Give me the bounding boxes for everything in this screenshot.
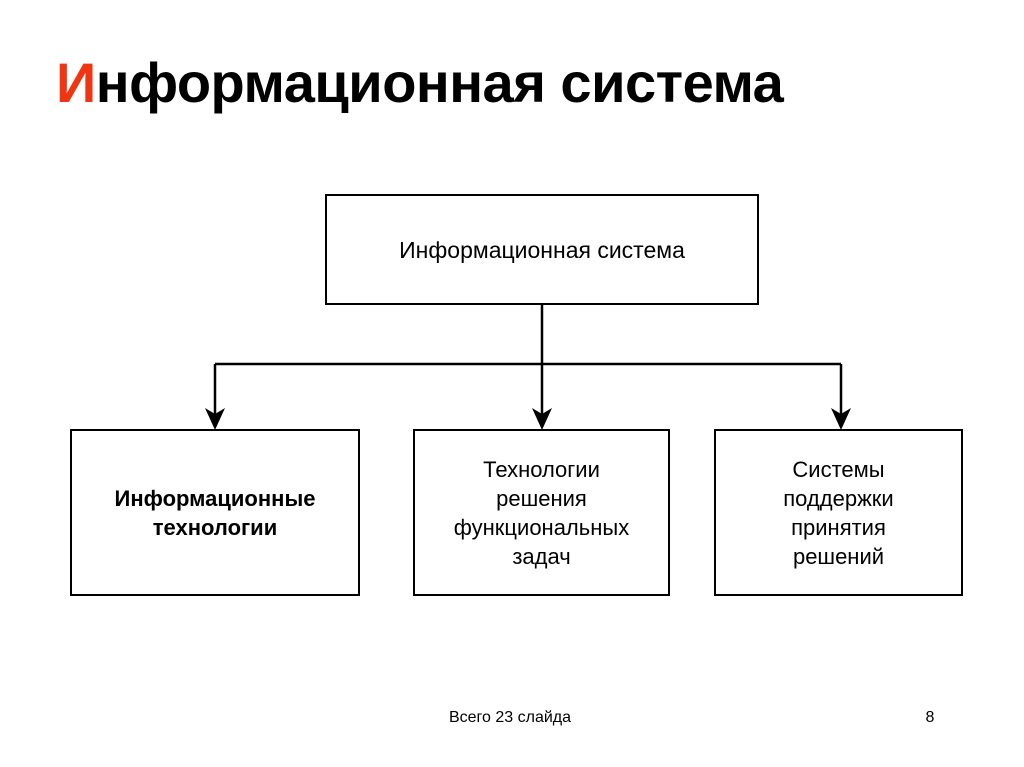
arrowhead-tech [532,408,552,430]
node-label: Информационные технологии [114,485,316,540]
title-accent-letter: И [56,51,96,114]
node-decision-support-systems: Системы поддержки принятия решений [714,429,963,596]
arrowhead-dss [831,408,851,430]
node-functional-task-technologies: Технологии решения функциональных задач [413,429,670,596]
footer-total-slides: Всего 23 слайда [448,709,572,726]
node-label: Технологии решения функциональных задач [453,456,630,569]
title-rest: нформационная система [95,51,784,114]
node-label: Системы поддержки принятия решений [783,456,894,569]
footer-page-number: 8 [925,709,935,726]
page-title: Информационная система [56,50,976,116]
arrowhead-it [205,408,225,430]
node-information-system: Информационная система [325,194,759,305]
node-information-technologies: Информационные технологии [70,429,360,596]
node-label: Информационная система [399,236,685,263]
